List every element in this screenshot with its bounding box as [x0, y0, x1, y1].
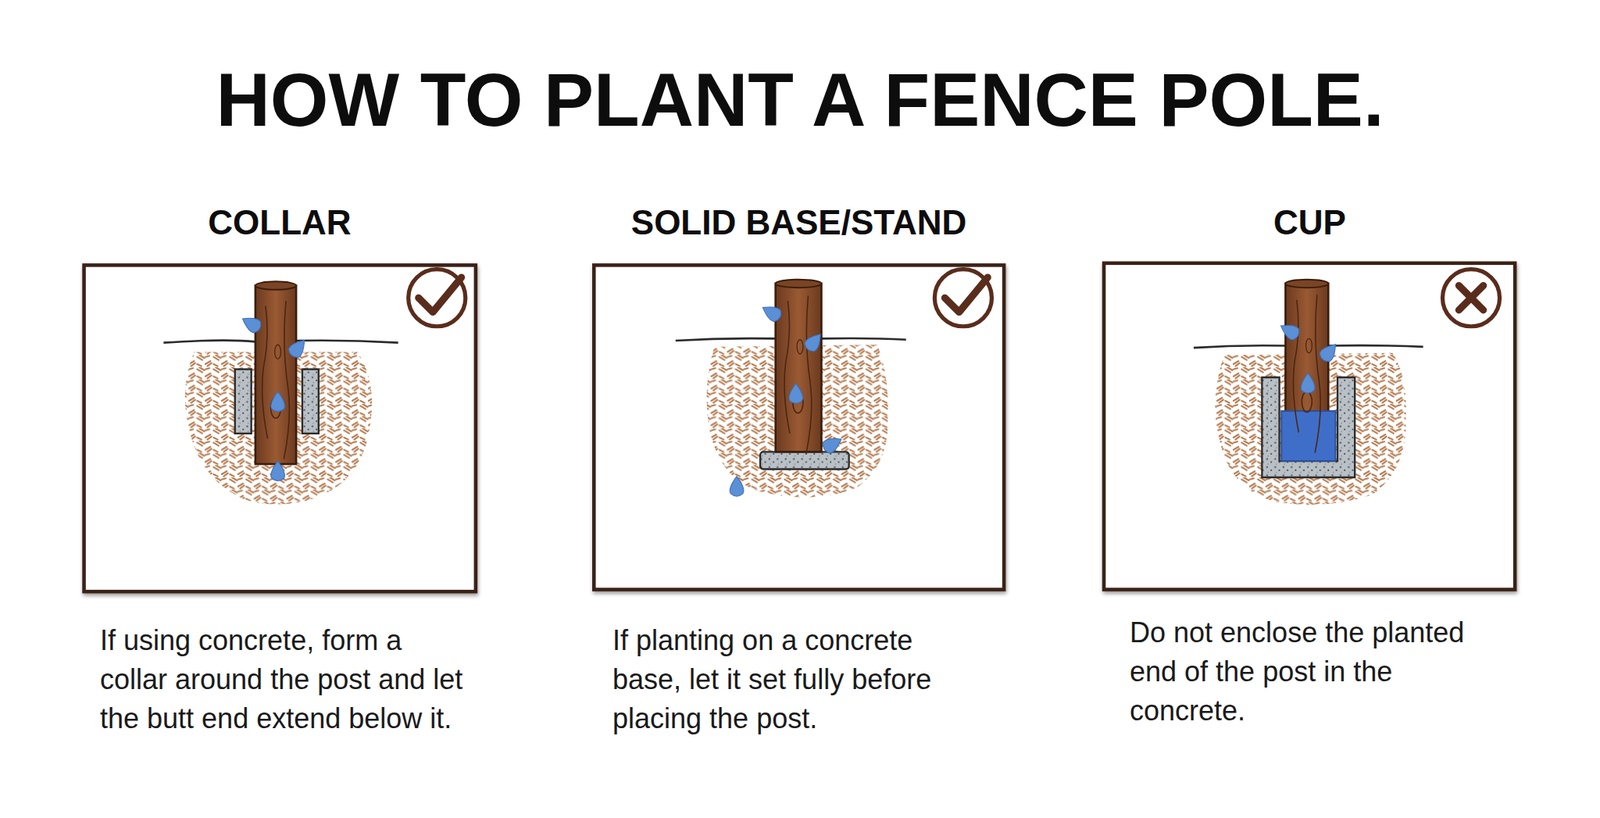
panel: CUP Do not enclose the planted end of the…	[1103, 199, 1516, 809]
panel-heading: COLLAR	[83, 199, 476, 247]
panel-heading: SOLID BASE/STAND	[593, 199, 1004, 247]
panel-heading: CUP	[1103, 199, 1516, 247]
panel-caption: Do not enclose the planted end of the po…	[1129, 613, 1497, 731]
panel-caption: If using concrete, form a collar around …	[100, 621, 468, 739]
panel: SOLID BASE/STAND If planting on a concret…	[593, 199, 1004, 809]
panel-caption: If planting on a concrete base, let it s…	[612, 621, 980, 739]
panel: COLLAR If using concrete, form a collar a…	[83, 199, 476, 809]
title: HOW TO PLANT A FENCE POLE.	[0, 54, 1600, 145]
